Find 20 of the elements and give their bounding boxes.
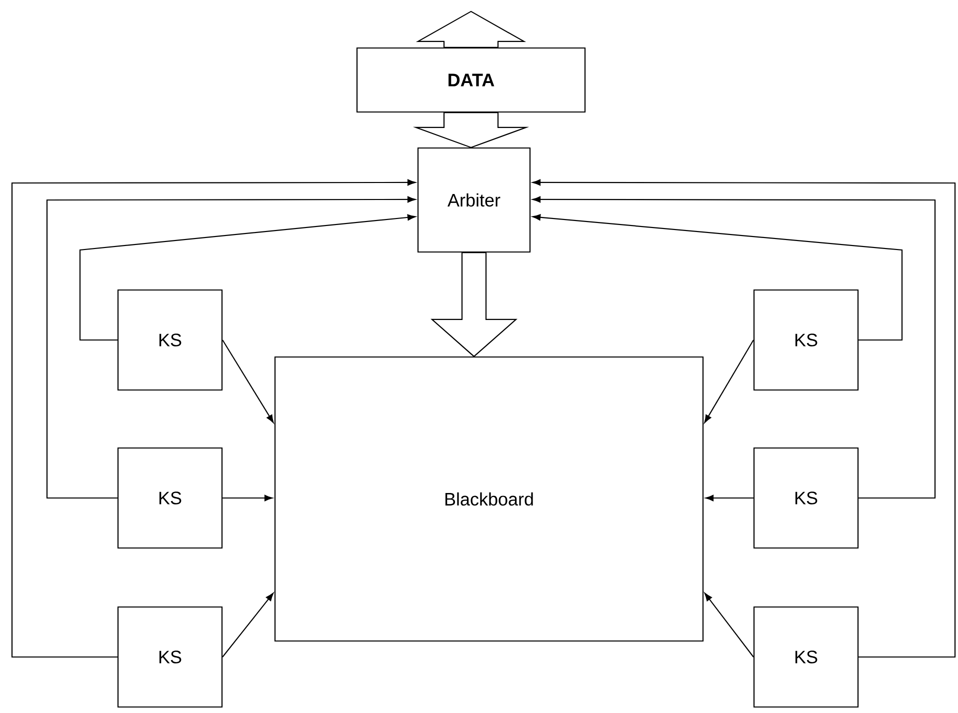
process-box: Blackboard bbox=[274, 356, 704, 642]
process-box: Arbiter bbox=[417, 147, 531, 253]
arrow bbox=[705, 494, 754, 502]
arrow bbox=[532, 179, 956, 658]
ks-box: KS bbox=[117, 289, 223, 391]
arrow bbox=[222, 340, 274, 423]
arrow bbox=[222, 494, 273, 502]
ks-box: KS bbox=[117, 447, 223, 549]
arrow bbox=[704, 592, 754, 658]
arrow bbox=[532, 214, 903, 341]
arrow bbox=[11, 179, 416, 658]
ks-box: KS bbox=[753, 447, 859, 549]
arrow bbox=[704, 340, 754, 423]
ks-box: KS bbox=[753, 606, 859, 708]
arrow bbox=[222, 592, 274, 658]
arrow bbox=[46, 196, 416, 499]
ks-box: KS bbox=[753, 289, 859, 391]
arrow bbox=[79, 214, 416, 341]
arrow bbox=[532, 196, 936, 499]
ks-box: KS bbox=[117, 606, 223, 708]
